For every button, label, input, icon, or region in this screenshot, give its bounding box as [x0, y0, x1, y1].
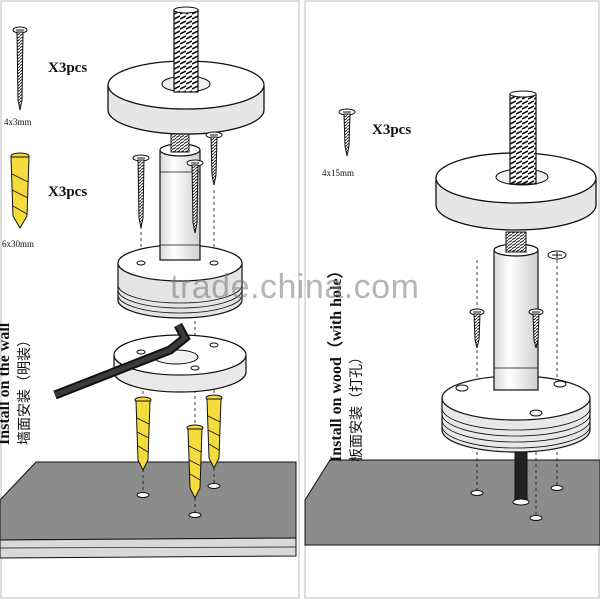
wall-anchor-qty: X3pcs — [48, 184, 88, 200]
wood-screws — [469, 250, 567, 349]
wall-title-block: Install on the wall 墙面安装（明装） — [0, 323, 34, 445]
wall-anchors — [134, 394, 223, 500]
wood-base-plate — [441, 375, 591, 453]
wall-threaded-rod — [173, 6, 199, 93]
wall-floor — [0, 461, 297, 559]
watermark-text: trade.china.com — [170, 268, 420, 306]
wall-base-plate — [113, 334, 247, 393]
wall-title-cn: 墙面安装（明装） — [18, 333, 33, 445]
wall-title: Install on the wall — [0, 322, 13, 445]
wall-anchor-size: 6x30mm — [2, 239, 35, 249]
wall-screw-size: 4x3mm — [4, 117, 32, 127]
wood-threaded-rod — [509, 90, 537, 185]
wall-legend-anchor-icon — [10, 152, 30, 229]
allen-key — [53, 322, 191, 400]
wall-collar — [117, 244, 243, 319]
wall-screw-qty: X3pcs — [48, 60, 88, 76]
wood-floor-holes — [470, 485, 564, 521]
wood-legend-screw-icon — [338, 108, 356, 157]
wall-legend-screw-icon — [12, 26, 28, 111]
wood-screw-size: 4x15mm — [322, 168, 355, 178]
wood-screw-qty: X3pcs — [372, 122, 412, 138]
wood-panel-frame — [304, 0, 600, 599]
wall-panel-frame — [0, 0, 300, 599]
wall-floor-holes — [136, 483, 221, 518]
wood-center-cylinder — [493, 231, 539, 391]
wood-floor — [304, 459, 600, 546]
wall-screws — [132, 131, 223, 234]
